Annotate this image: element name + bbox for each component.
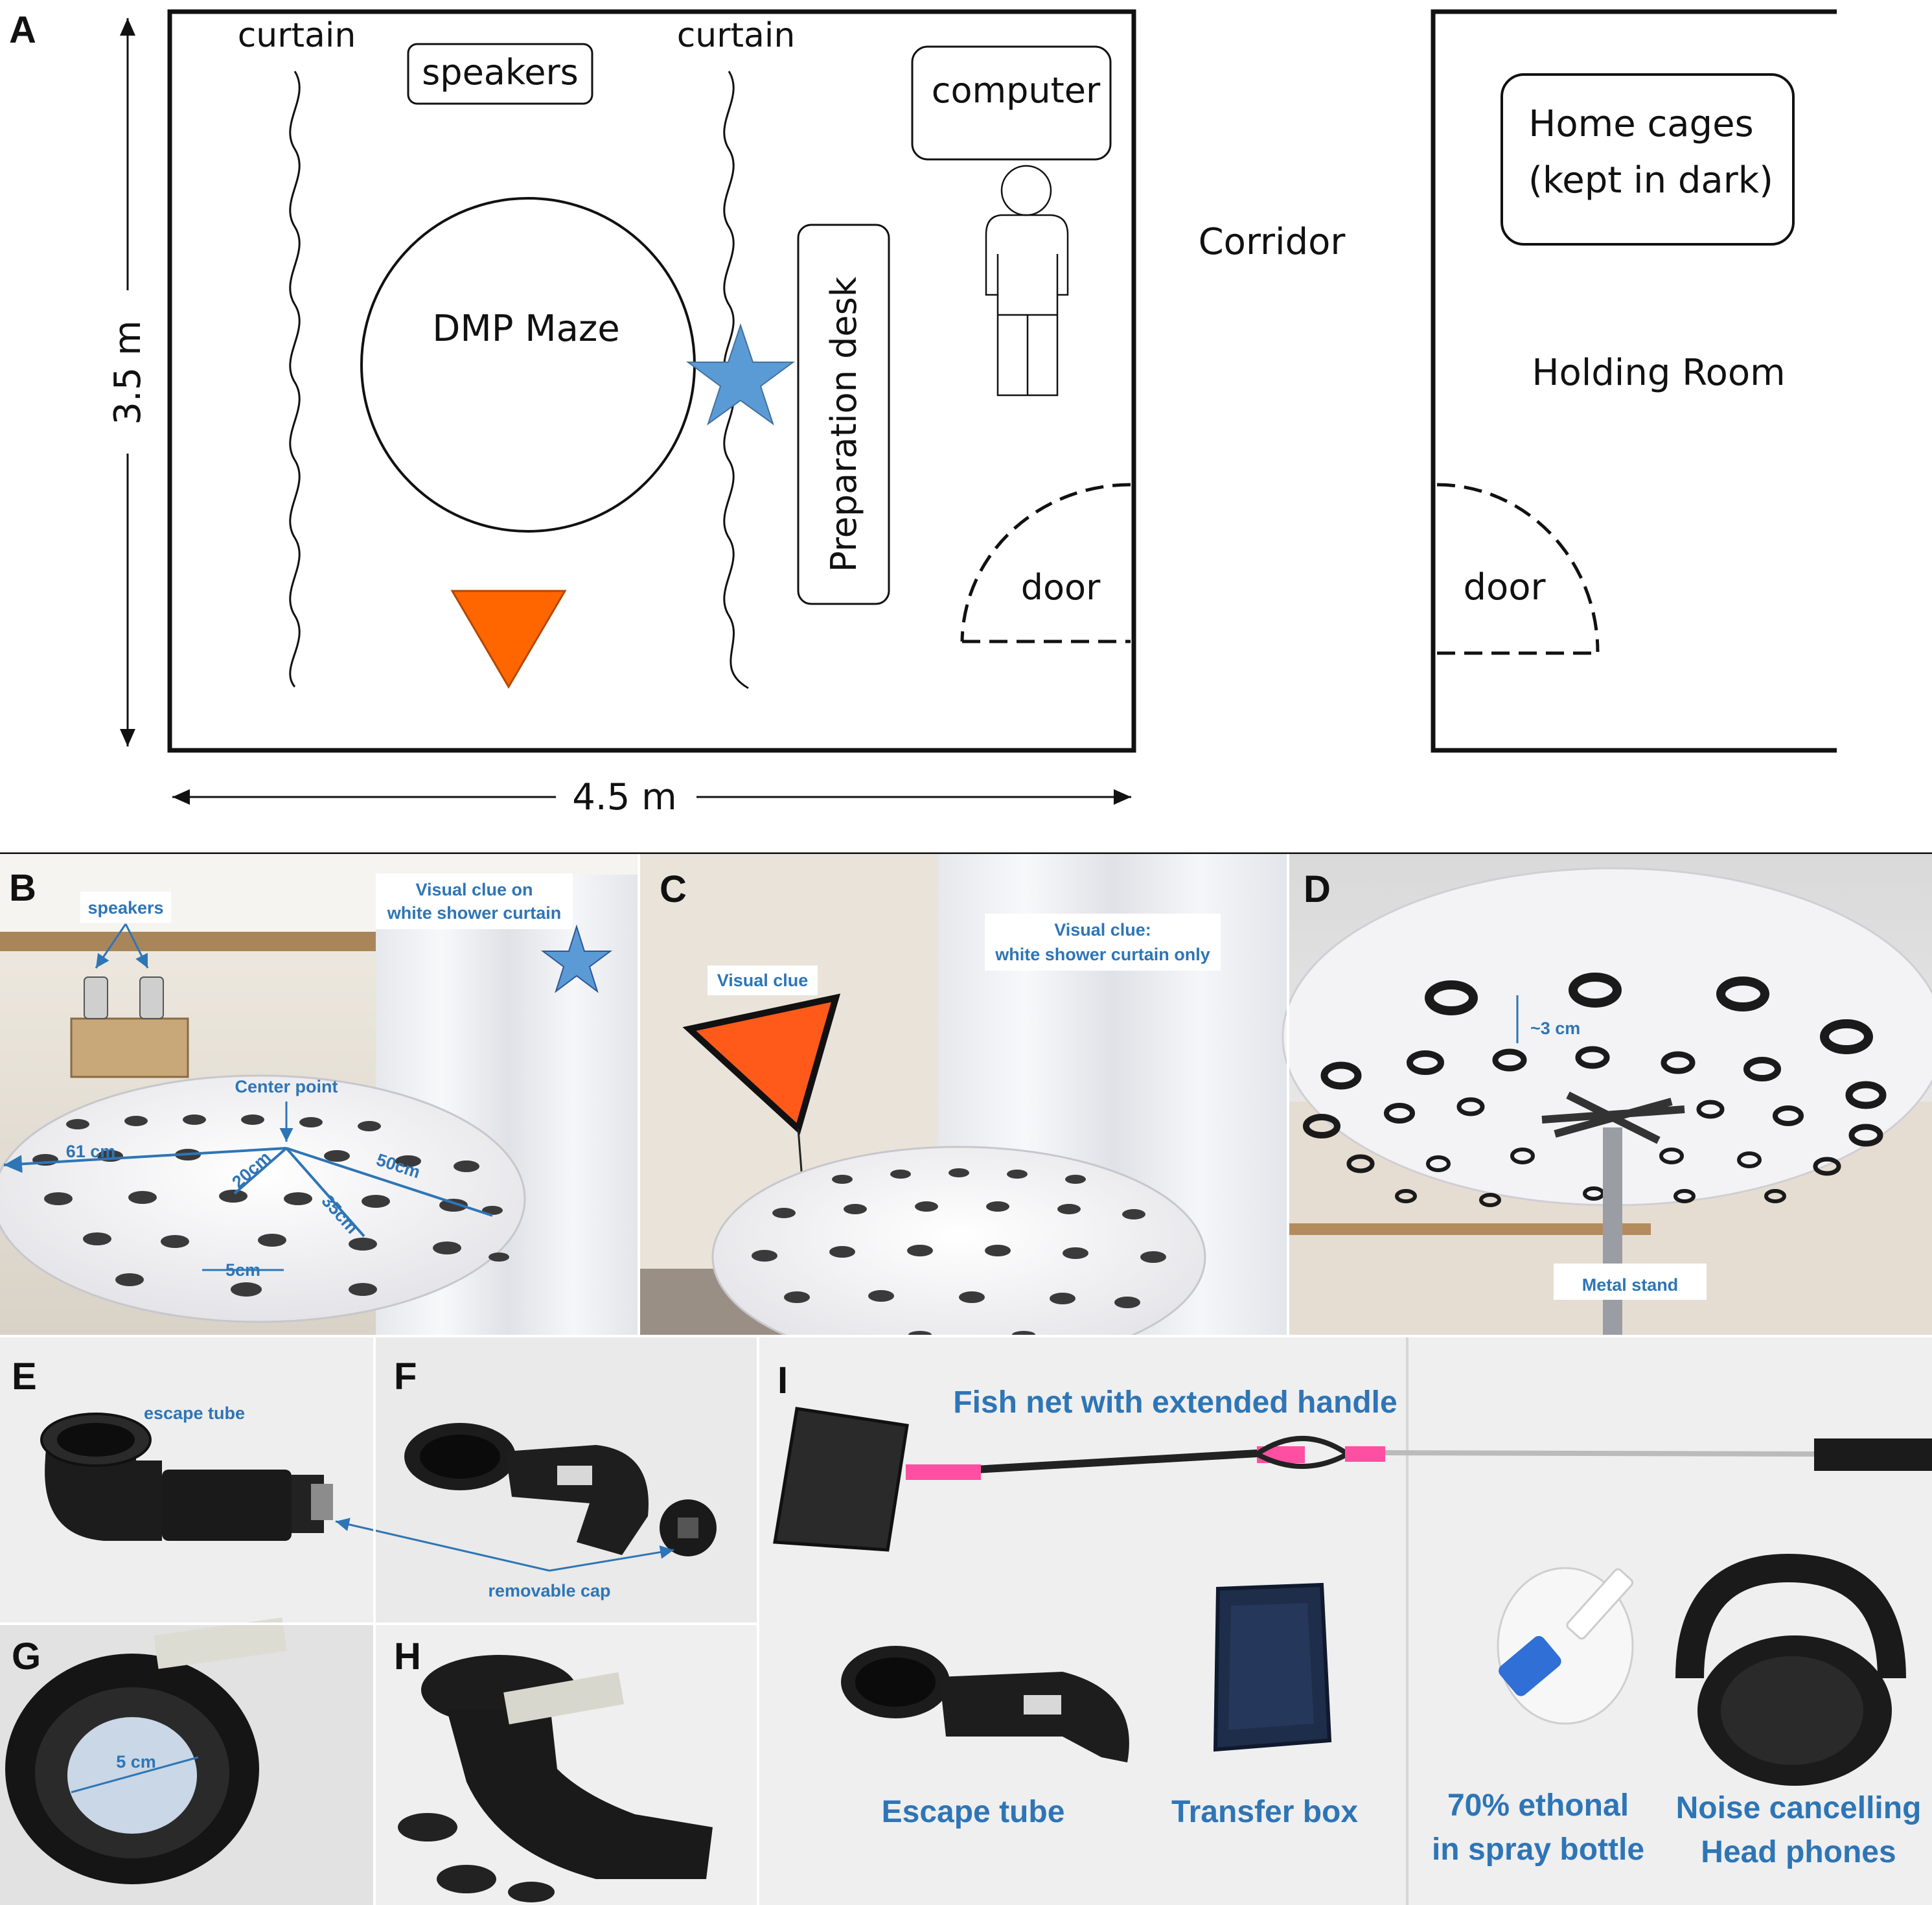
visual-clue-callout-line1: Visual clue on: [415, 880, 533, 899]
visual-clue-c-line1: Visual clue:: [1054, 920, 1151, 940]
speakers-callout: speakers: [87, 898, 163, 918]
door-right-arc: [1436, 483, 1600, 652]
headphones-label-line2: Head phones: [1701, 1835, 1896, 1869]
ethanol-label-line1: 70% ethonal: [1447, 1788, 1629, 1823]
panel-b-letter: B: [9, 867, 36, 909]
escape-tube-photo-i: [841, 1646, 1129, 1762]
computer-label: computer: [932, 70, 1101, 111]
measure-61-label: 61 cm: [66, 1142, 116, 1161]
person-figure: [985, 165, 1069, 397]
escape-tube-label-i: Escape tube: [882, 1795, 1065, 1829]
measure-35-line: [285, 1147, 365, 1238]
visual-clue-callout-line2: white shower curtain: [387, 903, 562, 923]
metal-stand-label: Metal stand: [1582, 1275, 1679, 1295]
wall-rail: [0, 932, 389, 951]
speakers-label: speakers: [422, 52, 579, 93]
home-cages-line2: (kept in dark): [1528, 159, 1773, 202]
home-cages-box: [1501, 73, 1795, 246]
fish-net-label: Fish net with extended handle: [953, 1385, 1397, 1420]
speakers-arrow-2: [124, 923, 149, 969]
maze-table-b: [0, 1074, 526, 1323]
home-cages-line1: Home cages: [1528, 103, 1753, 145]
width-dimension-label: 4.5 m: [572, 776, 676, 818]
measure-5-label-g: 5 cm: [116, 1752, 156, 1772]
maze-holes-c: [752, 1168, 1166, 1339]
panel-i-letter: I: [777, 1359, 788, 1402]
dmp-maze-label: DMP Maze: [432, 308, 620, 350]
headphones-photo: [1675, 1553, 1906, 1786]
speaker-right: [139, 976, 164, 1019]
visual-clue-c-line2: white shower curtain only: [995, 945, 1210, 964]
metal-stand-pole: [1603, 1127, 1622, 1336]
dmp-maze-circle: [360, 197, 696, 533]
measure-5-line-g: [71, 1756, 199, 1794]
panel-h-letter: H: [394, 1635, 421, 1678]
panel-g: G 5 cm: [0, 1617, 374, 1905]
cap-arrow-f: [549, 1545, 674, 1572]
door-left-label: door: [1021, 567, 1101, 608]
measure-61-line: [3, 1147, 287, 1173]
measure-5-label: 5cm: [225, 1260, 260, 1280]
door-right-label: door: [1463, 566, 1546, 608]
triangle-cue-photo: [682, 993, 841, 1135]
spray-bottle-photo: [1497, 1567, 1634, 1725]
holding-room-walls: [1431, 9, 1837, 753]
panel-f: F removable cap: [335, 1336, 758, 1624]
measure-3-label: ~3 cm: [1530, 1019, 1580, 1038]
escape-tube-label-e: escape tube: [144, 1403, 245, 1423]
maze-table-c: [711, 1146, 1206, 1368]
cap-arrow-e: [335, 1518, 550, 1572]
panel-c-letter: C: [660, 868, 687, 910]
maze-holes-b: [32, 1114, 509, 1297]
panel-b: B speakers Visual clue on white shower c…: [0, 854, 639, 1336]
star-cue: [685, 323, 796, 426]
curtain-left-label: curtain: [238, 16, 356, 55]
speakers-arrow-1: [95, 923, 127, 969]
triangle-cue: [450, 590, 567, 689]
panel-i: I Fish net with extended handle Escape t…: [758, 1336, 1932, 1905]
panel-d: D ~3 cm Metal stand: [1282, 854, 1932, 1336]
panel-i-photo-bg: [758, 1336, 1932, 1905]
escape-tube-photo-f: [404, 1423, 717, 1556]
measure-50-line: [286, 1147, 493, 1217]
panel-a: A curtain curtain speakers computer DMP …: [9, 9, 1837, 818]
fish-net-photo: [773, 1407, 1932, 1552]
hole-tubes-d: [1303, 973, 1887, 1207]
visual-clue-label-c: Visual clue: [717, 971, 809, 990]
preparation-desk-label: Preparation desk: [823, 276, 864, 572]
speaker-shelf: [70, 1017, 189, 1078]
transfer-box-photo: [1213, 1582, 1332, 1752]
curtain-right-label: curtain: [677, 16, 796, 55]
panel-g-letter: G: [12, 1635, 41, 1678]
door-left-arc: [960, 483, 1131, 642]
preparation-desk-box: [797, 224, 890, 605]
removable-cap-label: removable cap: [488, 1581, 610, 1600]
transfer-box-label: Transfer box: [1171, 1795, 1358, 1829]
measure-20-line: [233, 1147, 288, 1195]
star-cue-photo: [541, 924, 612, 993]
headphones-label-line1: Noise cancelling: [1676, 1791, 1922, 1825]
center-point-label: Center point: [235, 1077, 338, 1096]
speaker-left: [84, 976, 108, 1019]
panel-a-letter: A: [9, 9, 36, 51]
panel-f-letter: F: [394, 1356, 417, 1398]
escape-tube-photo-e: [40, 1413, 333, 1541]
corridor-label: Corridor: [1199, 221, 1346, 263]
panel-c: C Visual clue Visual clue: white shower …: [639, 854, 1288, 1368]
holding-room-label: Holding Room: [1532, 352, 1785, 394]
height-dimension-label: 3.5 m: [107, 320, 149, 424]
speakers-box: [407, 43, 593, 105]
ethanol-label-line2: in spray bottle: [1432, 1832, 1644, 1867]
panel-e: E escape tube: [0, 1336, 374, 1624]
curtain-left-line: [289, 71, 301, 687]
escape-tube-photo-h: [398, 1655, 713, 1902]
computer-box: [911, 45, 1112, 161]
panel-d-letter: D: [1304, 868, 1331, 910]
panel-e-letter: E: [12, 1356, 37, 1398]
panel-h: H: [374, 1624, 758, 1905]
test-room-walls: [167, 9, 1136, 753]
